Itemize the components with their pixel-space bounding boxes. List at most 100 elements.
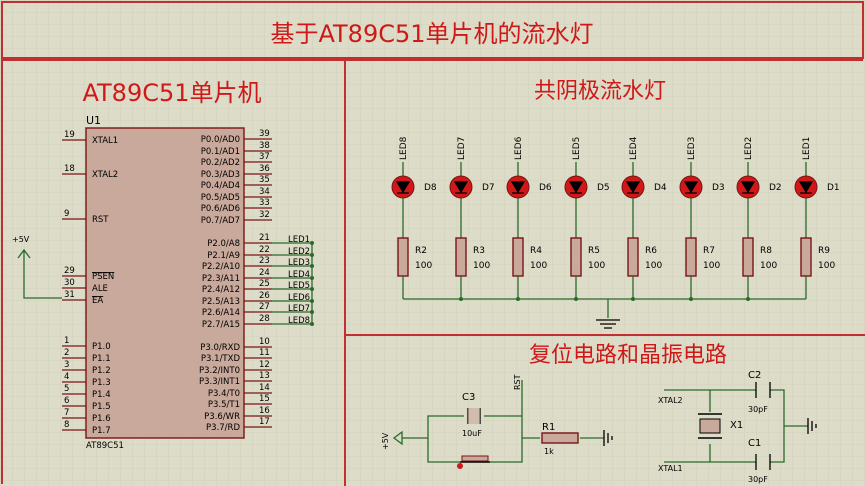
- mcu-right-pin-name: P0.7/AD7: [201, 216, 240, 226]
- mcu-right-pin-name: P2.5/A13: [202, 297, 240, 307]
- mcu-ref: U1: [86, 114, 101, 127]
- led-res-ref: R6: [645, 246, 657, 256]
- reset-power-label: +5V: [381, 432, 390, 450]
- led-ref: D5: [597, 183, 610, 193]
- c1-ref: C1: [748, 438, 761, 449]
- mcu-right-pin-name: P3.4/T0: [208, 389, 240, 399]
- mcu-led-net-label: LED8: [288, 316, 310, 326]
- mcu-right-pin-number: 25: [259, 279, 270, 289]
- led-array: LED8D8R2100LED7D7R3100LED6D6R4100LED5D5R…: [391, 136, 840, 329]
- mcu-right-pin-name: P3.5/T1: [208, 400, 240, 410]
- reset-net-label: RST: [513, 374, 522, 390]
- mcu-left-pin-number: 3: [64, 360, 69, 370]
- title-frame: [1, 1, 864, 59]
- led-res-ref: R5: [588, 246, 600, 256]
- mcu-right-pin-name: P0.1/AD1: [201, 147, 240, 157]
- led-symbol: [683, 181, 699, 194]
- mcu-left-pin-name: EA: [92, 296, 103, 306]
- c2-value: 30pF: [748, 405, 768, 414]
- led-ref: D1: [827, 183, 840, 193]
- mcu-left-pin-name: P1.7: [92, 426, 111, 436]
- mcu-left-pin-name: ALE: [92, 284, 108, 294]
- mcu-right-pin-name: P3.0/RXD: [200, 343, 240, 353]
- led-res-ref: R2: [415, 246, 427, 256]
- led-resistor: [570, 237, 582, 277]
- mcu-right-pin-number: 35: [259, 175, 270, 185]
- led-res-value: 100: [818, 261, 835, 271]
- mcu-led-net-label: LED3: [288, 258, 310, 268]
- mcu-right-pin-name: P2.7/A15: [202, 320, 240, 330]
- crystal-ground: [807, 418, 817, 434]
- mcu-left-pin-number: 19: [64, 130, 75, 140]
- led-resistor: [685, 237, 697, 277]
- mcu-left-pin-name: RST: [92, 215, 109, 225]
- mcu-led-net-label: LED6: [288, 293, 310, 303]
- mcu-left-pin-name: P1.5: [92, 402, 111, 412]
- led-ref: D7: [482, 183, 495, 193]
- led-res-value: 100: [645, 261, 662, 271]
- mcu-right-pin-number: 16: [259, 406, 270, 416]
- mcu-right-pin-name: P3.2/INT0: [199, 366, 240, 376]
- led-resistor: [800, 237, 812, 277]
- reset-res-value: 1k: [544, 447, 554, 456]
- mcu-led-net-label: LED2: [288, 247, 310, 257]
- led-net-label: LED4: [629, 136, 639, 160]
- mcu-right-pin-number: 12: [259, 360, 270, 370]
- led-res-value: 100: [703, 261, 720, 271]
- xtal2-label: XTAL2: [658, 396, 683, 405]
- mcu-left-pin-name: P1.4: [92, 390, 111, 400]
- mcu-left-pin-number: 7: [64, 408, 69, 418]
- mcu-right-pin-number: 38: [259, 141, 270, 151]
- led-res-ref: R4: [530, 246, 542, 256]
- led-res-ref: R8: [760, 246, 772, 256]
- reset-button[interactable]: [457, 455, 490, 469]
- reset-cap-value: 10uF: [462, 429, 482, 438]
- led-net-label: LED5: [572, 137, 582, 160]
- mcu-left-pin-name: XTAL1: [92, 136, 118, 146]
- reset-circuit: +5V C3 10uF RST R1 1k: [381, 374, 613, 469]
- mcu-led-net-label: LED7: [288, 304, 310, 314]
- section-title-reset: 复位电路和晶振电路: [529, 343, 727, 368]
- mcu-right-pin-number: 27: [259, 302, 270, 312]
- mcu-right-pin-name: P3.3/INT1: [199, 377, 240, 387]
- mcu-right-pin-number: 33: [259, 198, 270, 208]
- mcu-left-pin-name: P1.6: [92, 414, 111, 424]
- mcu-right-pin-name: P2.6/A14: [202, 308, 240, 318]
- mcu-part: AT89C51: [86, 441, 124, 451]
- section-title-mcu: AT89C51单片机: [82, 79, 261, 107]
- mcu-right-pin-number: 10: [259, 337, 270, 347]
- led-res-value: 100: [530, 261, 547, 271]
- led-res-ref: R9: [818, 246, 830, 256]
- mcu-right-pin-number: 21: [259, 233, 270, 243]
- led-res-ref: R3: [473, 246, 485, 256]
- mcu-right-pin-name: P2.0/A8: [207, 239, 240, 249]
- mcu-left-pin-name: XTAL2: [92, 170, 118, 180]
- mcu-right-pin-name: P3.1/TXD: [201, 354, 241, 364]
- led-resistor: [742, 237, 754, 277]
- led-net-label: LED7: [457, 137, 467, 160]
- mcu-right-pin-name: P0.5/AD5: [201, 193, 240, 203]
- mcu-led-net-label: LED1: [288, 235, 310, 245]
- reset-res-ref: R1: [542, 422, 555, 433]
- mcu-led-net-label: LED5: [288, 281, 310, 291]
- led-resistor: [512, 237, 524, 277]
- mcu-right-pin-number: 11: [259, 348, 270, 358]
- mcu-right-pin-name: P0.6/AD6: [201, 204, 240, 214]
- mcu-right-pin-name: P3.6/WR: [204, 412, 240, 422]
- led-symbol: [625, 181, 641, 194]
- led-ref: D3: [712, 183, 725, 193]
- mcu-right-pin-number: 36: [259, 164, 270, 174]
- led-symbol: [740, 181, 756, 194]
- led-res-ref: R7: [703, 246, 715, 256]
- mcu-left-pin-number: 5: [64, 384, 69, 394]
- mcu-right-pin-name: P2.3/A11: [202, 274, 240, 284]
- led-resistor: [397, 237, 409, 277]
- mcu-body: [85, 127, 245, 439]
